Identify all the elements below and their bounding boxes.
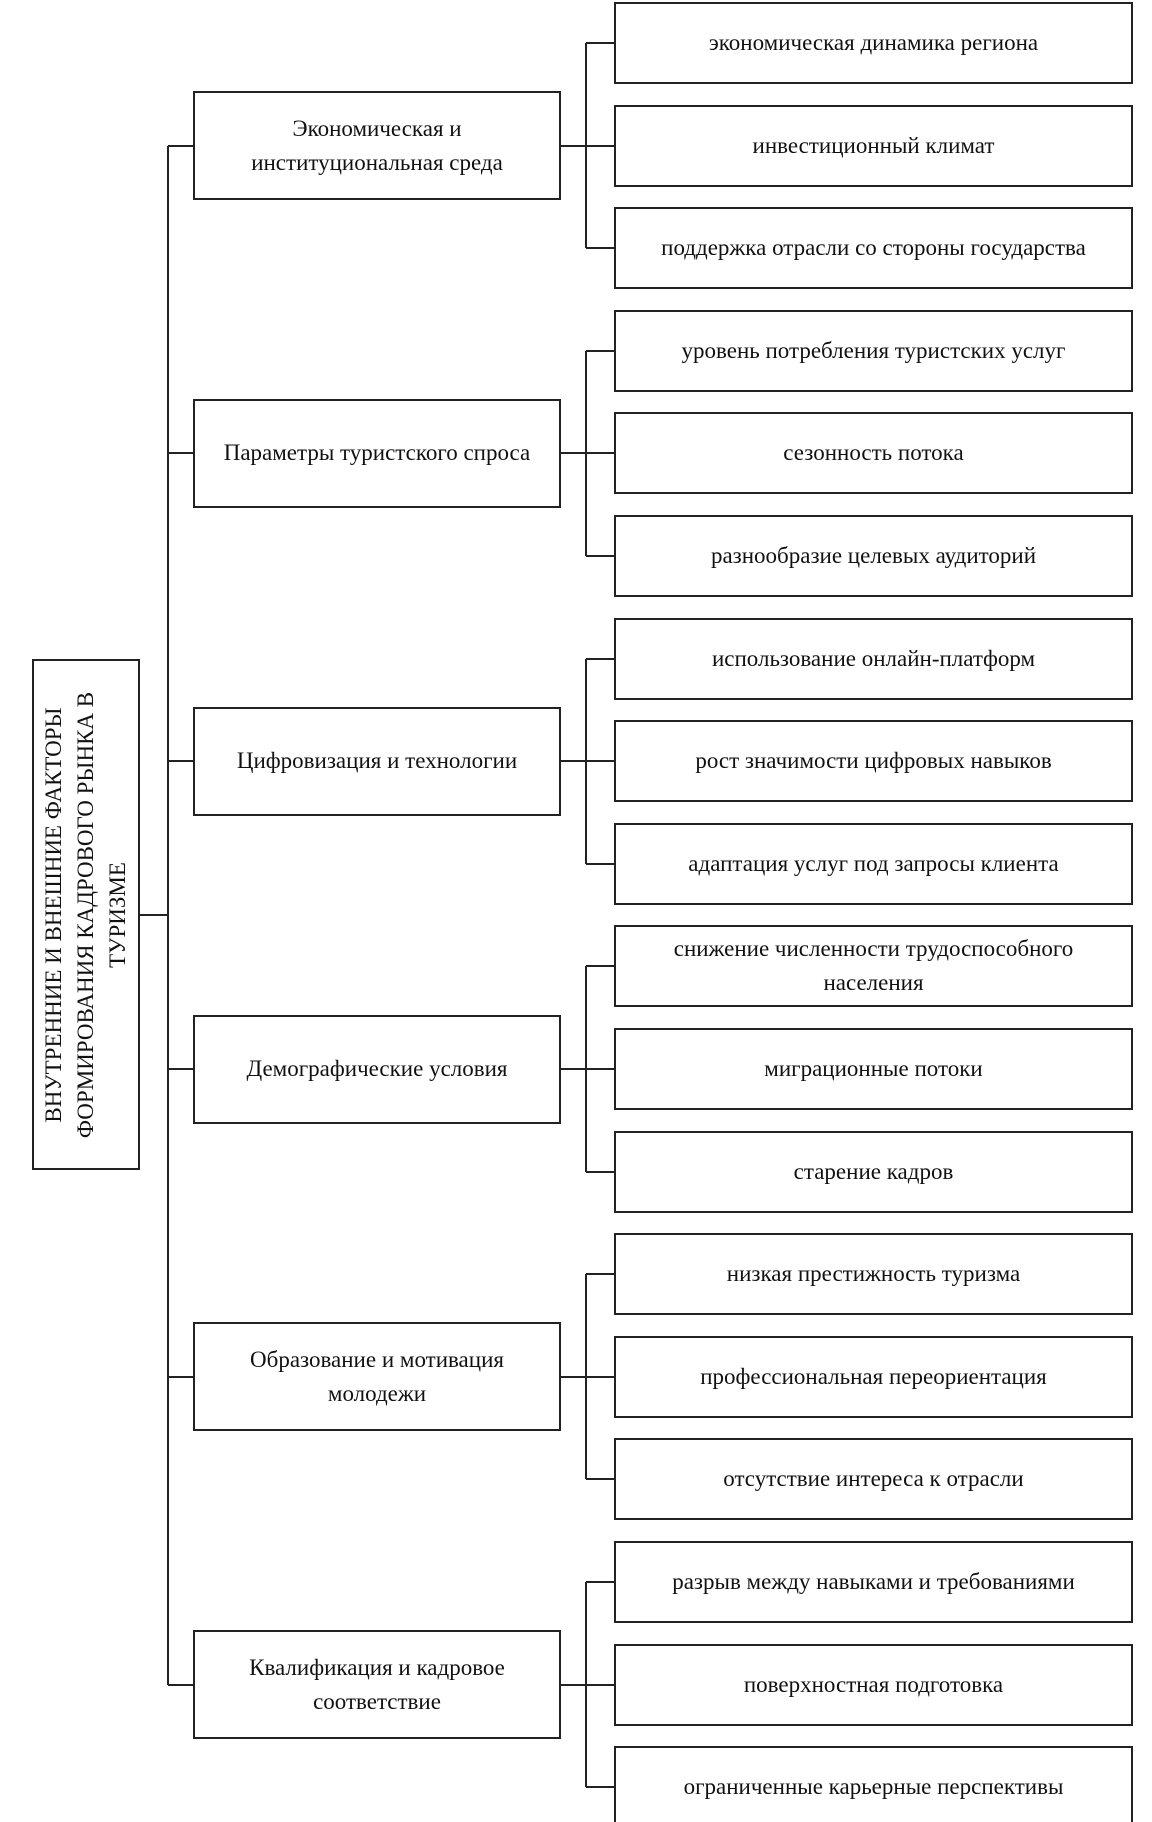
factor-connector (586, 965, 614, 968)
factor-connector (586, 1786, 614, 1789)
factor-node: отсутствие интереса к отрасли (614, 1438, 1133, 1521)
factor-node: сезонность потока (614, 412, 1133, 495)
factor-node: старение кадров (614, 1130, 1133, 1213)
factor-connector (586, 349, 614, 352)
factor-node: использование онлайн-платформ (614, 617, 1133, 700)
group-node: Образование и мотивация молодежи (193, 1322, 561, 1432)
trunk-connector (168, 760, 193, 763)
group-node: Параметры туристского спроса (193, 398, 561, 508)
factor-connector (586, 1375, 614, 1378)
group-node: Квалификация и кадровое соответствие (193, 1630, 561, 1740)
factor-connector (586, 862, 614, 865)
group-connector (561, 452, 586, 455)
factor-node: поддержка отрасли со стороны государства (614, 207, 1133, 290)
factor-node: адаптация услуг под запросы клиента (614, 822, 1133, 905)
trunk-connector (168, 1683, 193, 1686)
factor-connector (586, 1581, 614, 1583)
root-node-label: Внутренние и внешние факторы формировани… (41, 691, 130, 1138)
factor-connector (586, 1273, 614, 1276)
group-connector (561, 1375, 586, 1378)
factor-node: разрыв между навыками и требованиями (614, 1541, 1133, 1623)
trunk-connector (168, 1375, 193, 1378)
factor-node: ограниченные карьерные перспективы (614, 1746, 1133, 1822)
factor-node: поверхностная подготовка (614, 1643, 1133, 1726)
factor-node: миграционные потоки (614, 1028, 1133, 1110)
trunk-connector (168, 144, 193, 147)
factor-connector (586, 42, 614, 44)
factor-connector (586, 452, 614, 455)
factor-connector (586, 1170, 614, 1173)
factor-connector (586, 144, 614, 147)
group-connector (561, 1683, 586, 1686)
factor-node: снижение численности трудоспособного нас… (614, 925, 1133, 1008)
group-node: Цифровизация и технологии (193, 706, 561, 816)
factor-node: профессиональная переориентация (614, 1335, 1133, 1418)
factor-node: инвестиционный климат (614, 104, 1133, 187)
factor-connector (586, 247, 614, 250)
group-node: Экономическая и институциональная среда (193, 91, 561, 201)
factor-node: уровень потребления туристских услуг (614, 309, 1133, 392)
factor-connector (586, 760, 614, 763)
group-connector (561, 144, 586, 147)
factor-connector (586, 555, 614, 557)
trunk-connector (168, 1068, 193, 1070)
root-node: Внутренние и внешние факторы формировани… (32, 659, 140, 1170)
factor-connector (586, 1068, 614, 1070)
factor-node: рост значимости цифровых навыков (614, 720, 1133, 803)
trunk-line (167, 145, 169, 1685)
trunk-connector (168, 452, 193, 455)
group-connector (561, 760, 586, 763)
factor-connector (586, 1683, 614, 1686)
factor-node: экономическая динамика региона (614, 2, 1133, 84)
group-node: Демографические условия (193, 1014, 561, 1124)
group-connector (561, 1068, 586, 1070)
factor-connector (586, 1478, 614, 1481)
factor-node: разнообразие целевых аудиторий (614, 515, 1133, 597)
factor-connector (586, 657, 614, 660)
factor-node: низкая престижность туризма (614, 1233, 1133, 1316)
root-connector (140, 914, 168, 916)
